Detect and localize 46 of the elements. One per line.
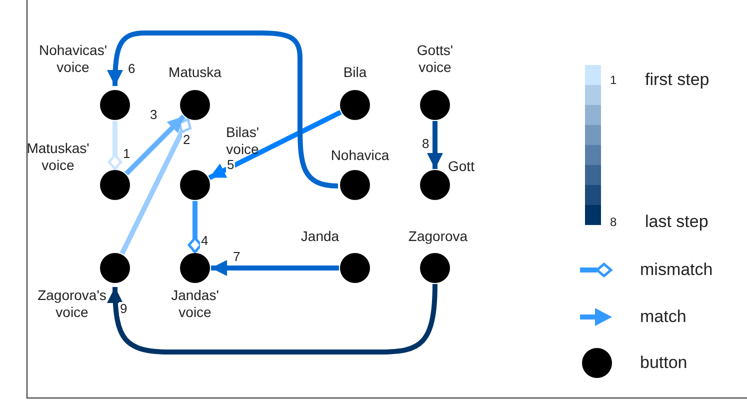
button-circle xyxy=(420,90,450,120)
button-label: Matuskas' voice xyxy=(26,140,90,174)
edge-label: 7 xyxy=(232,250,242,264)
legend-label: last step xyxy=(645,212,708,232)
scale-label: 1 xyxy=(610,73,617,87)
button-label: Bilas' voice xyxy=(224,124,260,158)
scale-label: 8 xyxy=(610,215,617,229)
arrow xyxy=(427,121,443,169)
arrow xyxy=(211,260,339,276)
button-label: Janda xyxy=(300,228,340,245)
edge-label: 6 xyxy=(127,62,136,76)
edge-label: 1 xyxy=(122,147,132,161)
arrow xyxy=(107,284,438,354)
button-circle xyxy=(420,170,450,200)
arrow xyxy=(208,110,342,180)
button-label: Nohavicas' voice xyxy=(38,42,108,76)
button-label: Nohavica xyxy=(330,147,390,164)
legend-label: mismatch xyxy=(640,260,713,280)
button-circle xyxy=(180,170,210,200)
button-label: Zagorova's voice xyxy=(36,287,108,321)
button-label: Gott xyxy=(448,158,476,175)
button-label: Matuska xyxy=(168,64,222,81)
edge-label: 3 xyxy=(149,108,158,122)
edge-label: 2 xyxy=(182,133,192,147)
edge-label: 5 xyxy=(226,158,236,172)
button-circle xyxy=(340,170,370,200)
button-label: Jandas' voice xyxy=(170,287,220,321)
button-circle xyxy=(180,90,210,120)
button-circle xyxy=(340,253,370,283)
edge-label: 9 xyxy=(119,302,128,316)
legend-label: first step xyxy=(645,70,710,90)
button-label: Zagorova xyxy=(407,228,469,245)
button-circle xyxy=(100,90,130,120)
button-circle xyxy=(420,253,450,283)
button-circle xyxy=(180,253,210,283)
edge-label: 4 xyxy=(200,234,210,248)
legend-label: match xyxy=(640,307,686,327)
button-circle xyxy=(340,90,370,120)
button-label: Bila xyxy=(342,64,368,81)
arrow xyxy=(124,114,186,176)
button-circle xyxy=(100,253,130,283)
edge-label: 8 xyxy=(421,137,430,151)
arrow xyxy=(107,30,338,188)
button-label: Gotts' voice xyxy=(416,42,454,76)
button-circle xyxy=(100,170,130,200)
legend-label: button xyxy=(640,353,688,373)
